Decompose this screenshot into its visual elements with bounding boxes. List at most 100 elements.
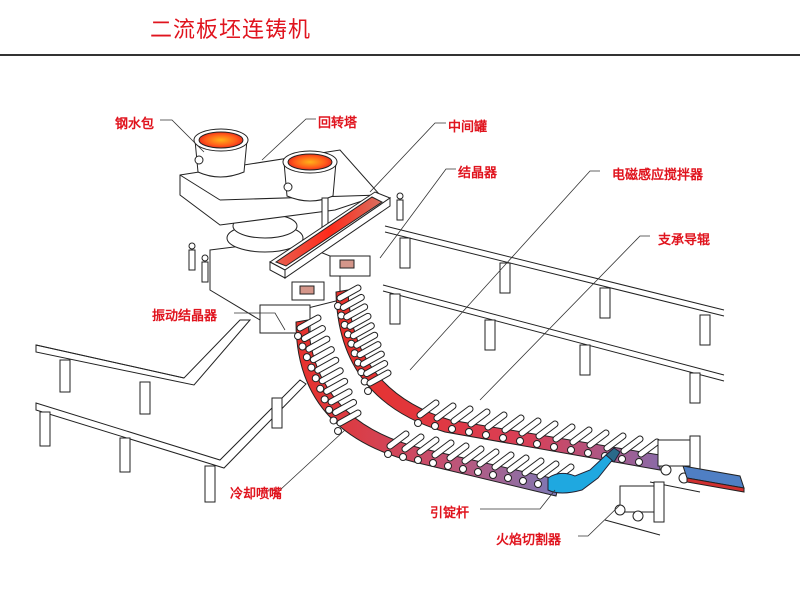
leader-tundish [369, 122, 446, 193]
leader-support-rolls [479, 235, 650, 401]
roller [354, 332, 378, 348]
strand-b-rolls [294, 314, 575, 491]
roller-end [550, 443, 558, 451]
roller [344, 304, 368, 320]
roller [432, 440, 454, 458]
roller-end [482, 431, 490, 439]
roller-end [311, 374, 320, 383]
roller [621, 436, 643, 454]
roller [638, 439, 660, 457]
roller [553, 424, 575, 442]
roller [337, 285, 361, 301]
mold-right [329, 255, 371, 277]
roller-end [533, 440, 541, 448]
label-dummy-bar: 引锭杆 [430, 506, 470, 521]
leader-lines [160, 118, 650, 537]
roller [451, 406, 473, 424]
roller-end [499, 434, 507, 442]
label-support-rolls: 支承导辊 [658, 233, 711, 248]
roller [485, 412, 507, 430]
label-torch-cutter: 火焰切割器 [496, 533, 562, 548]
roller [519, 418, 541, 436]
label-oscillating-mold: 振动结晶器 [152, 309, 218, 324]
dummy-bar [547, 447, 621, 494]
roller [360, 351, 384, 367]
roller [492, 452, 514, 470]
leader-turret [261, 118, 316, 161]
roller-end [294, 332, 302, 340]
roller [537, 461, 559, 479]
roller [604, 433, 626, 451]
label-spray-nozzles: 冷却喷嘴 [230, 487, 283, 502]
roller [447, 443, 469, 461]
roller [462, 446, 484, 464]
roller-end [320, 395, 329, 404]
roller [306, 336, 330, 352]
roller [350, 323, 374, 339]
roller-end [465, 428, 473, 436]
roller [570, 427, 592, 445]
roller [328, 389, 352, 405]
roller-end [414, 456, 422, 464]
roller-end [414, 419, 422, 427]
leader-spray-nozzles [268, 429, 346, 491]
roller-end [504, 474, 512, 482]
roller [364, 361, 388, 377]
roller-end [316, 384, 325, 393]
roller-end [325, 405, 334, 414]
torch-cutter-lower [604, 481, 665, 536]
roller [319, 368, 343, 384]
leader-dummy-bar [480, 489, 556, 510]
roller-end [459, 465, 467, 473]
roller-end [474, 468, 482, 476]
roller-end [635, 458, 643, 466]
label-turret: 回转塔 [318, 116, 358, 131]
platform-right-upper [384, 225, 725, 346]
platform-right-lower [382, 284, 725, 404]
roller [417, 400, 439, 418]
roller-end [399, 453, 407, 461]
platform-legs [59, 359, 151, 415]
tundish [269, 191, 392, 279]
label-mold: 结晶器 [458, 166, 498, 181]
roller [387, 431, 409, 449]
roller [357, 342, 381, 358]
roller [522, 458, 544, 476]
roller [536, 421, 558, 439]
roller-end [384, 450, 392, 458]
strand-a-rolls [334, 284, 661, 466]
roller [315, 357, 339, 373]
roller [337, 410, 361, 426]
roller [502, 415, 524, 433]
roller-end [448, 425, 456, 433]
roller-end [516, 437, 524, 445]
ladle-right [282, 150, 338, 229]
strand-b [294, 314, 575, 497]
roller-end [584, 449, 592, 457]
label-ems: 电磁感应搅拌器 [612, 168, 704, 183]
label-ladle: 钢水包 [115, 117, 155, 132]
roller [347, 313, 371, 329]
roller [301, 326, 325, 342]
roller-end [618, 455, 626, 463]
roller [297, 315, 321, 331]
leader-torch-cutter [578, 504, 621, 537]
roller-end [307, 363, 316, 372]
label-tundish: 中间罐 [448, 120, 488, 135]
worker-figures [188, 192, 404, 283]
title-divider [0, 54, 800, 56]
roller [402, 434, 424, 452]
roller-end [489, 471, 497, 479]
roller [477, 449, 499, 467]
roller-end [534, 480, 542, 488]
roller-end [364, 387, 372, 395]
leader-ems [409, 170, 600, 371]
diagram-title: 二流板坯连铸机 [150, 18, 312, 43]
roller [468, 409, 490, 427]
roller [324, 378, 348, 394]
cut-slab [682, 465, 745, 493]
roller-end [444, 462, 452, 470]
leader-oscillating-mold [234, 312, 286, 331]
roller-end [429, 459, 437, 467]
roller-end [431, 422, 439, 430]
